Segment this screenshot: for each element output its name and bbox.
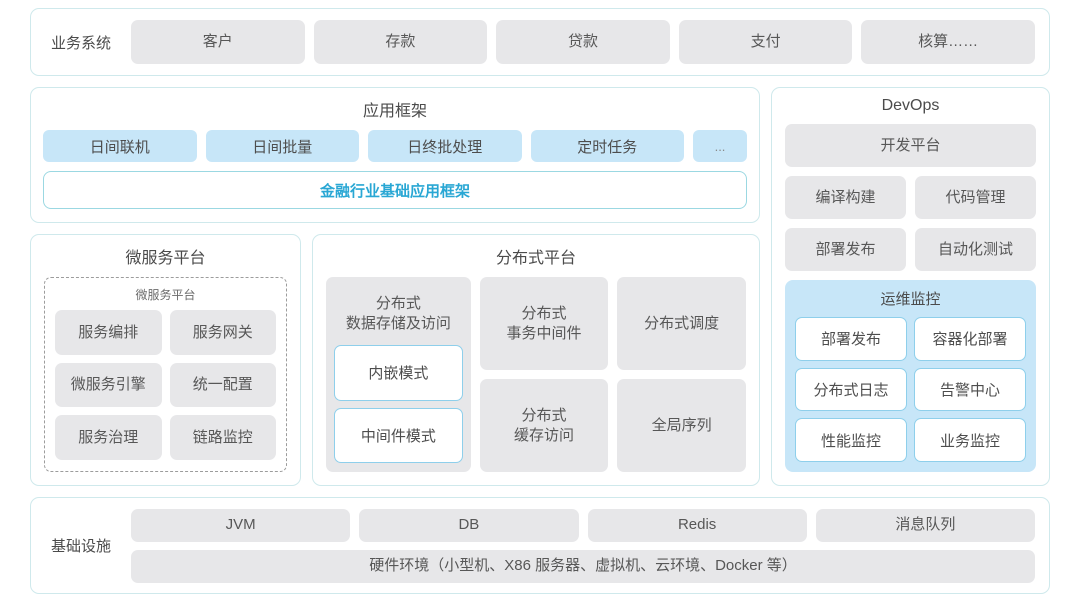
infra-tile-hardware-environment[interactable]: 硬件环境（小型机、X86 服务器、虚拟机、云环境、Docker 等）	[131, 549, 1035, 583]
dist-column-3: 分布式调度 全局序列	[617, 277, 747, 472]
dist-data-storage-line1: 分布式	[375, 295, 421, 312]
micro-tile-service-gateway[interactable]: 服务网关	[169, 310, 276, 355]
finance-base-framework-band: 金融行业基础应用框架	[43, 171, 747, 209]
microservice-platform-section: 微服务平台 微服务平台 服务编排 服务网关 微服务引擎 统一配置 服务治理 链路…	[30, 234, 301, 486]
devops-tile-compile-build[interactable]: 编译构建	[785, 176, 906, 219]
app-tag-eod-batch[interactable]: 日终批处理	[368, 130, 522, 162]
devops-tile-code-management[interactable]: 代码管理	[915, 176, 1036, 219]
infrastructure-section: 基础设施 JVM DB Redis 消息队列 硬件环境（小型机、X86 服务器、…	[30, 497, 1050, 594]
dist-sub-middleware-mode[interactable]: 中间件模式	[334, 407, 463, 463]
middle-region: 应用框架 日间联机 日间批量 日终批处理 定时任务 ... 金融行业基础应用框架…	[30, 87, 1050, 486]
infrastructure-stack: JVM DB Redis 消息队列 硬件环境（小型机、X86 服务器、虚拟机、云…	[131, 508, 1035, 583]
ops-tile-alert-center[interactable]: 告警中心	[914, 367, 1026, 412]
app-tag-scheduled-task[interactable]: 定时任务	[530, 130, 684, 162]
platform-row: 微服务平台 微服务平台 服务编排 服务网关 微服务引擎 统一配置 服务治理 链路…	[30, 234, 760, 486]
dist-cache-line2: 缓存访问	[514, 426, 575, 444]
app-framework-tags: 日间联机 日间批量 日终批处理 定时任务 ...	[43, 130, 747, 162]
distributed-platform-section: 分布式平台 分布式 数据存储及访问 内嵌模式 中间件模式	[312, 234, 760, 486]
app-framework-section: 应用框架 日间联机 日间批量 日终批处理 定时任务 ... 金融行业基础应用框架	[30, 87, 760, 223]
app-tag-daytime-batch[interactable]: 日间批量	[205, 130, 359, 162]
devops-tile-dev-platform[interactable]: 开发平台	[785, 124, 1036, 167]
ops-monitoring-tiles: 部署发布 容器化部署 分布式日志 告警中心 性能监控 业务监控	[795, 317, 1026, 462]
dist-cache-line1: 分布式	[521, 407, 567, 425]
microservice-dashed-box: 微服务平台 服务编排 服务网关 微服务引擎 统一配置 服务治理 链路监控	[44, 277, 287, 472]
middle-left-column: 应用框架 日间联机 日间批量 日终批处理 定时任务 ... 金融行业基础应用框架…	[30, 87, 760, 486]
infra-tile-db[interactable]: DB	[359, 508, 579, 542]
app-tag-daytime-online[interactable]: 日间联机	[43, 130, 197, 162]
infrastructure-tiles: JVM DB Redis 消息队列	[131, 508, 1035, 542]
dist-txn-line2: 事务中间件	[506, 324, 582, 342]
micro-tile-service-orchestration[interactable]: 服务编排	[55, 310, 162, 355]
infra-tile-redis[interactable]: Redis	[587, 508, 807, 542]
devops-tile-deploy-release[interactable]: 部署发布	[785, 228, 906, 271]
app-framework-title: 应用框架	[362, 103, 427, 120]
devops-section: DevOps 开发平台 编译构建 代码管理 部署发布 自动化测试 运维监控 部署…	[771, 87, 1050, 486]
business-tile-loan[interactable]: 贷款	[496, 20, 670, 64]
devops-pair-1: 编译构建 代码管理	[785, 176, 1036, 219]
microservice-tiles: 服务编排 服务网关 微服务引擎 统一配置 服务治理 链路监控	[55, 310, 276, 460]
dist-txn-line1: 分布式	[521, 305, 567, 323]
ops-tile-distributed-log[interactable]: 分布式日志	[795, 367, 907, 412]
distributed-platform-body: 分布式 数据存储及访问 内嵌模式 中间件模式 分布式 事务中间件	[326, 277, 747, 472]
microservice-platform-title: 微服务平台	[125, 250, 206, 267]
business-system-label: 业务系统	[50, 34, 111, 52]
business-tile-customer[interactable]: 客户	[131, 20, 305, 64]
devops-column: DevOps 开发平台 编译构建 代码管理 部署发布 自动化测试 运维监控 部署…	[771, 87, 1050, 486]
microservice-inner-title: 微服务平台	[135, 288, 196, 302]
devops-tile-automated-testing[interactable]: 自动化测试	[915, 228, 1036, 271]
ops-tile-deploy-release[interactable]: 部署发布	[795, 317, 907, 361]
business-tile-deposit[interactable]: 存款	[313, 20, 488, 64]
ops-tile-containerized-deploy[interactable]: 容器化部署	[914, 317, 1026, 361]
dist-tile-global-sequence[interactable]: 全局序列	[617, 379, 747, 472]
ops-tile-business-monitoring[interactable]: 业务监控	[914, 418, 1026, 462]
business-system-section: 业务系统 客户 存款 贷款 支付 核算……	[30, 8, 1050, 76]
dist-data-storage-line2: 数据存储及访问	[345, 314, 451, 332]
dist-tile-transaction-middleware[interactable]: 分布式 事务中间件	[479, 277, 609, 370]
dist-sub-embedded-mode[interactable]: 内嵌模式	[334, 345, 463, 401]
dist-column-2: 分布式 事务中间件 分布式 缓存访问	[479, 277, 609, 472]
business-tile-accounting[interactable]: 核算……	[861, 20, 1035, 64]
dist-data-storage-head: 分布式 数据存储及访问	[334, 285, 463, 338]
distributed-platform-title: 分布式平台	[495, 250, 576, 267]
dist-tile-scheduling[interactable]: 分布式调度	[617, 277, 747, 370]
business-tile-payment[interactable]: 支付	[678, 20, 853, 64]
dist-tile-data-storage-access[interactable]: 分布式 数据存储及访问 内嵌模式 中间件模式	[326, 277, 471, 472]
micro-tile-unified-config[interactable]: 统一配置	[169, 362, 276, 408]
micro-tile-service-governance[interactable]: 服务治理	[55, 415, 162, 460]
devops-title: DevOps	[881, 97, 940, 114]
business-system-tiles: 客户 存款 贷款 支付 核算……	[131, 20, 1035, 64]
infrastructure-label: 基础设施	[50, 538, 111, 555]
micro-tile-microservice-engine[interactable]: 微服务引擎	[55, 362, 162, 408]
ops-tile-performance-monitoring[interactable]: 性能监控	[795, 418, 907, 462]
dist-tile-cache-access[interactable]: 分布式 缓存访问	[479, 379, 609, 472]
devops-pair-2: 部署发布 自动化测试	[785, 228, 1036, 271]
infra-tile-jvm[interactable]: JVM	[131, 508, 351, 542]
infra-tile-message-queue[interactable]: 消息队列	[815, 508, 1035, 542]
micro-tile-link-monitoring[interactable]: 链路监控	[169, 415, 276, 460]
ops-monitoring-section: 运维监控 部署发布 容器化部署 分布式日志 告警中心 性能监控 业务监控	[785, 280, 1036, 472]
app-tag-more[interactable]: ...	[693, 130, 747, 162]
ops-monitoring-title: 运维监控	[880, 291, 941, 308]
